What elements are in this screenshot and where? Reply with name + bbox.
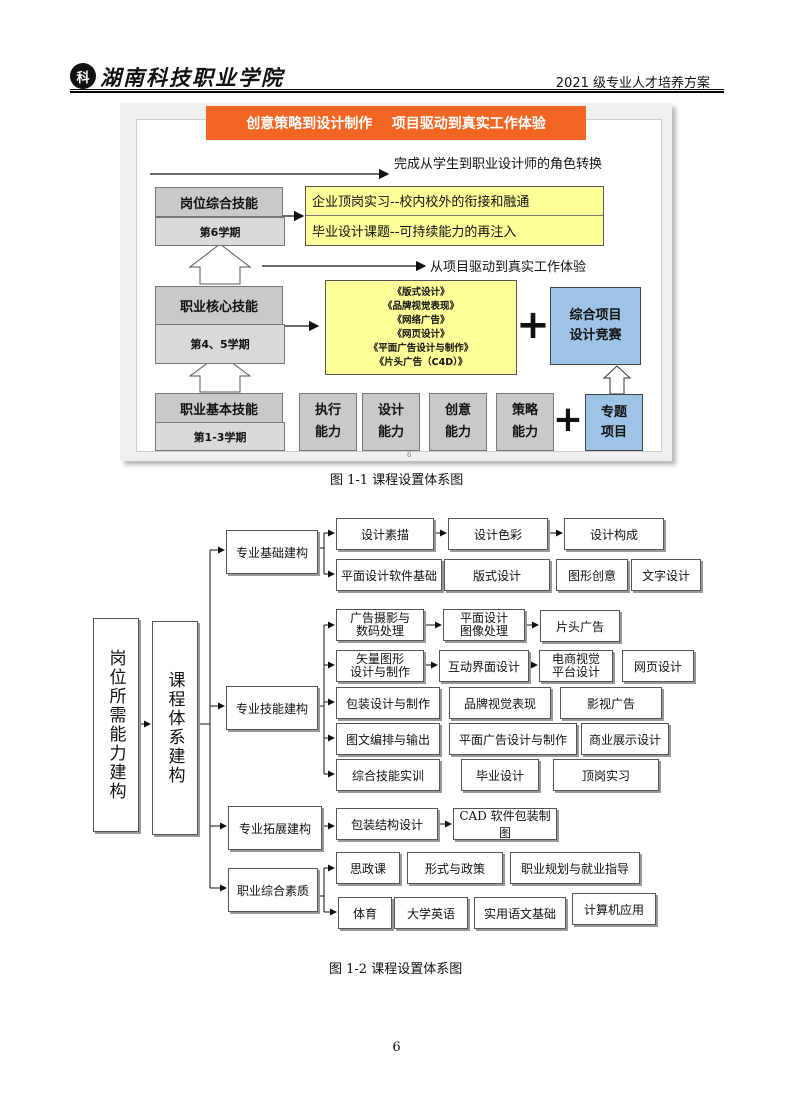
- course-box: 平面设计软件基础: [336, 559, 442, 591]
- basic-skill-title: 职业基本技能: [155, 393, 283, 424]
- arrow-mid-label: 从项目驱动到真实工作体验: [430, 260, 587, 275]
- plus-sign-1: +: [516, 302, 550, 348]
- core-course: 《平面广告设计与制作》: [368, 343, 474, 354]
- ability-box: 设计 能力: [362, 393, 420, 451]
- core-course: 《网页设计》: [392, 329, 450, 340]
- course-box: 平面设计 图像处理: [443, 609, 525, 641]
- core-courses-box: 《版式设计》 《品牌视觉表现》 《网络广告》 《网页设计》 《平面广告设计与制作…: [325, 280, 517, 375]
- figure1-banner: 创意策略到设计制作 项目驱动到真实工作体验: [206, 106, 586, 140]
- course-system-box: 课程体系建构: [152, 621, 198, 835]
- post-skill-title: 岗位综合技能: [155, 187, 283, 217]
- course-box: 实用语文基础: [474, 897, 566, 929]
- course-box: 设计构成: [564, 518, 664, 550]
- ability-box: 创意 能力: [429, 393, 487, 451]
- course-box: 体育: [338, 897, 392, 929]
- course-box: 包装设计与制作: [336, 687, 440, 719]
- basic-skill-term: 第1-3学期: [155, 422, 285, 451]
- hollow-up-arrow-1: [188, 243, 252, 285]
- school-name: 湖南科技职业学院: [100, 65, 284, 90]
- course-box: 片头广告: [540, 610, 620, 642]
- core-course: 《片头广告（C4D）》: [374, 357, 468, 368]
- course-box: 毕业设计: [461, 759, 539, 791]
- hollow-up-arrow-3: [602, 365, 632, 395]
- figure1-arrows: [150, 168, 632, 395]
- course-box: 品牌视觉表现: [449, 687, 551, 719]
- figure2-connectors: [138, 529, 563, 916]
- root-ability-box: 岗位所需能力建构: [93, 618, 139, 832]
- core-course: 《版式设计》: [392, 287, 450, 298]
- course-box: 网页设计: [622, 650, 694, 682]
- course-box: CAD 软件包装制图: [453, 808, 557, 840]
- post-item-1: 企业顶岗实习--校内校外的衔接和融通: [312, 195, 530, 210]
- course-box: 文字设计: [631, 559, 701, 591]
- group-ext: 专业拓展建构: [228, 806, 322, 850]
- post-item-2: 毕业设计课题--可持续能力的再注入: [312, 225, 517, 240]
- course-box: 矢量图形 设计与制作: [336, 650, 424, 682]
- group-basic: 专业基础建构: [226, 530, 318, 574]
- hollow-up-arrow-2: [188, 353, 252, 393]
- header-rule-thick: [70, 91, 724, 93]
- header-rule: [70, 89, 724, 90]
- arrow-top-label: 完成从学生到职业设计师的角色转换: [394, 157, 603, 172]
- course-box: 思政课: [336, 852, 400, 884]
- figure2-caption: 图 1-2 课程设置体系图: [329, 962, 463, 977]
- course-box: 版式设计: [444, 559, 550, 591]
- course-box: 平面广告设计与制作: [449, 723, 577, 755]
- topic-project-box: 专题 项目: [585, 394, 643, 451]
- course-box: 影视广告: [560, 687, 662, 719]
- page-number: 6: [392, 1040, 401, 1055]
- post-items-box: 企业顶岗实习--校内校外的衔接和融通 毕业设计课题--可持续能力的再注入: [305, 186, 604, 246]
- course-box: 形式与政策: [407, 852, 503, 884]
- core-skill-title: 职业核心技能: [155, 286, 283, 325]
- course-box: 大学英语: [394, 897, 468, 929]
- course-box: 综合技能实训: [336, 759, 440, 791]
- course-box: 互动界面设计: [439, 650, 529, 682]
- course-box: 图文编排与输出: [336, 723, 440, 755]
- course-box: 顶岗实习: [553, 759, 659, 791]
- plus-sign-2: +: [552, 398, 584, 440]
- group-skill: 专业技能建构: [226, 686, 318, 730]
- course-box: 职业规划与就业指导: [510, 852, 640, 884]
- stray-mark: 6: [407, 451, 412, 459]
- course-box: 图形创意: [556, 559, 628, 591]
- school-logo: 科: [70, 63, 96, 89]
- course-box: 设计素描: [336, 518, 434, 550]
- course-box: 设计色彩: [448, 518, 548, 550]
- course-box: 包装结构设计: [336, 808, 438, 840]
- plan-title: 2021 级专业人才培养方案: [555, 76, 710, 91]
- course-box: 电商视觉 平台设计: [539, 650, 613, 682]
- project-competition-box: 综合项目 设计竞赛: [550, 287, 641, 365]
- core-course: 《网络广告》: [392, 315, 450, 326]
- course-box: 广告摄影与 数码处理: [336, 609, 424, 641]
- core-skill-term: 第4、5学期: [155, 324, 285, 364]
- group-quality: 职业综合素质: [228, 868, 318, 912]
- course-box: 计算机应用: [572, 893, 656, 925]
- course-box: 商业展示设计: [581, 723, 669, 755]
- ability-box: 策略 能力: [496, 393, 554, 451]
- figure1-caption: 图 1-1 课程设置体系图: [330, 473, 464, 488]
- ability-box: 执行 能力: [299, 393, 357, 451]
- post-items-divider: [306, 215, 603, 216]
- post-skill-term: 第6学期: [155, 217, 285, 246]
- core-course: 《品牌视觉表现》: [382, 301, 459, 312]
